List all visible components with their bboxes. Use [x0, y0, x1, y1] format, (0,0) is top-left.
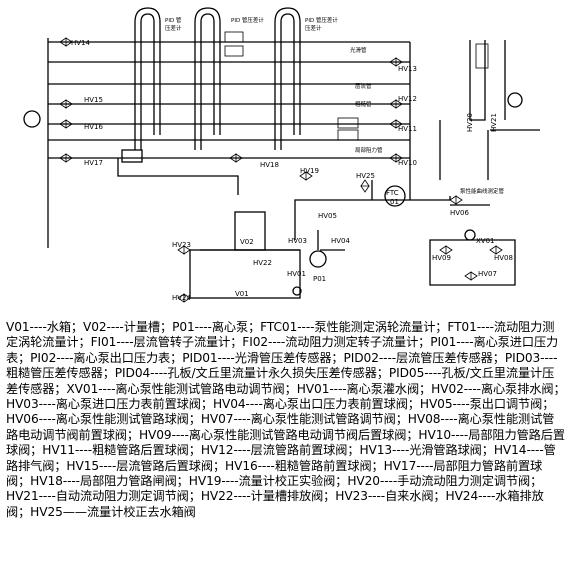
label-v02: V02 — [240, 238, 254, 246]
label-hv17: HV17 — [84, 159, 103, 167]
process-flow-diagram: HV14 HV15 HV16 HV17 HV13 HV12 HV11 HV10 … — [23, 7, 540, 303]
label-hv18: HV18 — [260, 161, 279, 169]
label-hv10: HV10 — [398, 159, 417, 167]
label-local-pipe: 局部阻力管 — [355, 146, 383, 154]
tanks — [23, 92, 523, 299]
valves — [59, 37, 503, 303]
label-gauge-1b: 压差计 — [165, 24, 182, 32]
label-hv14: HV14 — [71, 39, 91, 47]
label-gauge-3a: PID 管压差计 — [305, 16, 338, 24]
pump-p01 — [309, 250, 327, 268]
label-gauge-3b: 压差计 — [305, 24, 322, 32]
label-hv07: HV07 — [478, 270, 497, 278]
measuring-tank — [234, 211, 266, 251]
label-pump-line: 泵性能曲线测定管 — [460, 187, 505, 195]
label-ftc-num: 01 — [390, 198, 399, 206]
label-hv08: HV08 — [494, 254, 513, 262]
label-hv21: HV21 — [490, 113, 498, 132]
diff-gauges — [224, 31, 359, 141]
label-hv04: HV04 — [331, 237, 351, 245]
label-hv06: HV06 — [450, 209, 470, 217]
label-hv03: HV03 — [288, 237, 307, 245]
label-gauge-1a: PID 管 — [165, 16, 182, 24]
diagram-labels: HV14 HV15 HV16 HV17 HV13 HV12 HV11 HV10 … — [71, 16, 513, 302]
label-hv09: HV09 — [432, 254, 451, 262]
label-hv20: HV20 — [466, 113, 474, 132]
label-hv24: HV24 — [172, 294, 192, 302]
label-hv13: HV13 — [398, 65, 417, 73]
label-hv01: HV01 — [287, 270, 306, 278]
label-hv16: HV16 — [84, 123, 104, 131]
label-gauge-2a: PID 管压差计 — [231, 16, 264, 24]
label-hv19: HV19 — [300, 167, 319, 175]
equipment-legend: V01----水箱；V02----计量槽；P01----离心泵；FTC01---… — [6, 320, 566, 519]
label-hv11: HV11 — [398, 125, 417, 133]
gauge-icon — [23, 110, 41, 128]
label-ftc: FTC — [386, 189, 399, 197]
label-hv23: HV23 — [172, 241, 191, 249]
label-p01: P01 — [313, 275, 326, 283]
label-xv01: XV01 — [476, 237, 495, 245]
xv01-actuator-icon — [464, 229, 476, 241]
label-smooth-pipe: 光滑管 — [350, 46, 367, 54]
label-laminar-pipe: 层流管 — [355, 82, 372, 90]
label-v01: V01 — [235, 290, 249, 298]
label-hv05: HV05 — [318, 212, 337, 220]
label-hv25: HV25 — [356, 172, 375, 180]
ftc-flowmeter — [384, 185, 406, 207]
gauge-icon-right — [507, 92, 523, 108]
label-hv15: HV15 — [84, 96, 103, 104]
label-hv12: HV12 — [398, 95, 417, 103]
label-hv22: HV22 — [253, 259, 272, 267]
label-rough-pipe: 粗糙管 — [355, 100, 372, 108]
